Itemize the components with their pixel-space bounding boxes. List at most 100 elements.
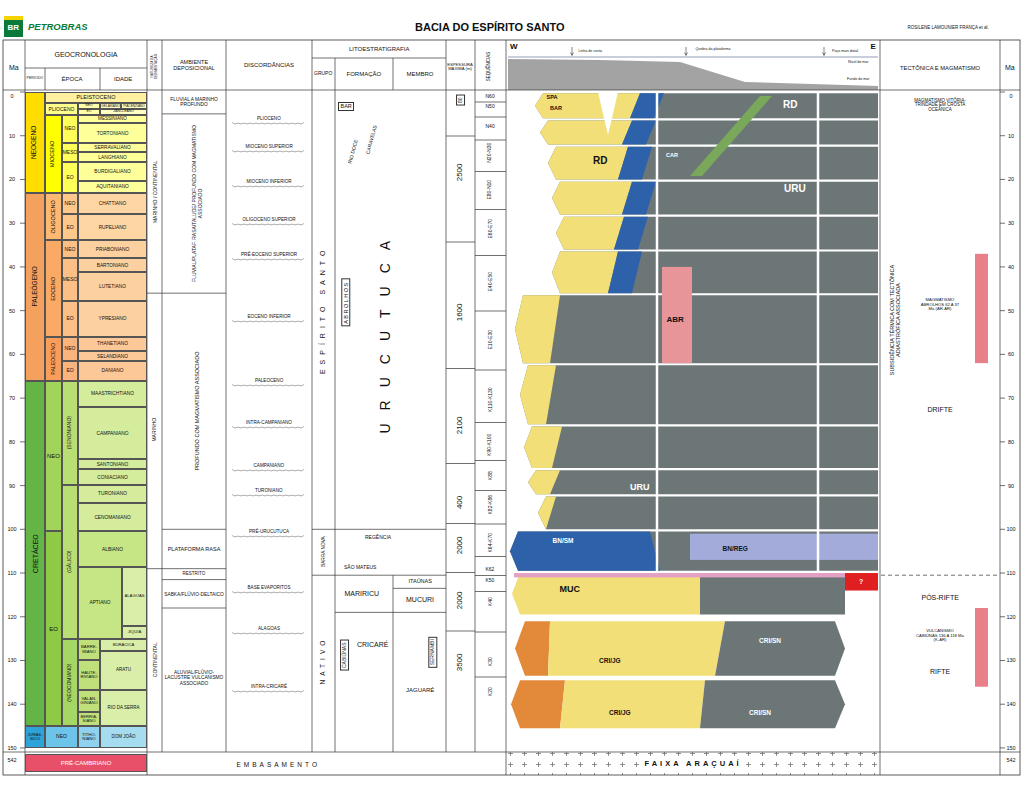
- chart-label: MAGMATISMO VITÓRIA-TRINDADE EM CROSTA OC…: [905, 99, 975, 114]
- chart-label: SUBSIDÊNCIA TÉRMICA COM TECTÔNICA ADIAST…: [889, 245, 901, 395]
- chrono-cell: (NEOCOMIANO): [62, 639, 78, 726]
- cell-text: NEO: [46, 453, 62, 459]
- chart-label: URUCUTUCA: [378, 227, 393, 433]
- chrono-cell: PLIOCENO: [45, 103, 78, 115]
- sequence-separator: [475, 677, 506, 678]
- chart-label: 3500: [456, 653, 465, 671]
- grid-line: [1000, 40, 1001, 775]
- grid-line: [475, 40, 476, 752]
- chart-label: Ma: [9, 64, 19, 72]
- chart-label: MARINHO / CONTINENTAL: [152, 160, 158, 223]
- grid-line: [25, 68, 147, 69]
- chrono-cell: NEO: [62, 337, 78, 361]
- sand-body: [524, 427, 562, 469]
- cell-text: LANGHIANO: [79, 155, 147, 160]
- sequence-separator: [446, 368, 475, 369]
- chrono-cell: PALEÓGENO: [25, 193, 45, 381]
- chart-label: FLUVIAL A MARINHO PROFUNDO: [164, 97, 224, 108]
- chrono-cell: BARTONIANO: [78, 258, 147, 272]
- chart-label: 542: [1007, 757, 1016, 763]
- sand-body: [552, 182, 632, 215]
- chrono-cell: ARATU: [100, 651, 147, 689]
- axis-tick: [1000, 441, 1005, 442]
- chart-label: 1600: [456, 303, 465, 321]
- carbonate-body: [614, 217, 648, 250]
- chart-label: BN/SM: [553, 537, 574, 544]
- cell-text: MIOCENO: [51, 141, 57, 167]
- cell-text: PRIABONIANO: [79, 247, 147, 252]
- sequence-separator: [475, 556, 506, 557]
- cell-text: JURÁS-SICO: [26, 733, 45, 742]
- chrono-cell: EOCENO: [45, 240, 62, 337]
- chart-label: 40: [1008, 264, 1014, 270]
- chrono-cell: CAMPANIANO: [78, 407, 147, 459]
- chart-label: ROSILENE LAMOUNIER FRANÇA et al.: [908, 26, 989, 31]
- chart-label: 50: [9, 308, 15, 314]
- chart-label: 2000: [456, 591, 465, 609]
- axis-tick: [1000, 92, 1005, 93]
- cell-text: YPRESIANO: [79, 316, 147, 321]
- logo-box: [4, 16, 23, 37]
- sequence-separator: [446, 242, 475, 243]
- chart-label: PÓS-RIFTE: [922, 594, 959, 602]
- chrono-cell: TURONIANO: [78, 485, 147, 503]
- cell-text: NEO: [63, 346, 78, 351]
- chrono-cell: EO: [45, 531, 62, 726]
- chart-label: DISCORDÂNCIAS: [244, 62, 294, 69]
- chart-label: K50: [486, 578, 495, 584]
- axis-tick: [1000, 266, 1005, 267]
- chart-label: 110: [8, 570, 17, 576]
- chart-label: OLIGOCENO SUPERIOR: [243, 217, 296, 222]
- unconformity-line: [232, 223, 304, 225]
- well-line: [656, 92, 659, 573]
- shale-body: [552, 182, 878, 215]
- chart-label: ESPESSURA MÁXIMA (m): [447, 63, 474, 72]
- chart-label: 140: [8, 701, 17, 707]
- chart-label: Linha de costa: [579, 50, 602, 54]
- chart-label: 100: [1007, 526, 1016, 532]
- chart-label: 100: [8, 526, 17, 532]
- chart-label: TECTÔNICA E MAGMATISMO: [900, 65, 980, 71]
- chrono-cell: YPRESIANO: [78, 301, 147, 337]
- chrono-cell: EO: [62, 214, 78, 240]
- cell-text: BARRE-MIANO: [79, 645, 100, 654]
- chart-label: SERNAMBI: [428, 636, 437, 667]
- chart-label: CRI/SN: [759, 637, 781, 644]
- cell-text: TITHO-NIANO: [79, 733, 100, 742]
- sand-body: [538, 497, 556, 530]
- unconformity-line: [232, 469, 304, 471]
- chrono-cell: MESSINIANO: [78, 115, 147, 123]
- chart-label: K20: [487, 687, 493, 696]
- cell-text: LUTETIANO: [79, 284, 147, 289]
- chrono-cell: MESO: [62, 143, 78, 162]
- chart-label: ÉPOCA: [62, 76, 83, 83]
- chrono-cell: LANGHIANO: [78, 152, 147, 162]
- chart-label: Quebra da plataforma: [696, 48, 731, 52]
- chart-label: E40-E50: [487, 272, 493, 291]
- grid-line: [162, 293, 226, 294]
- cell-text: (NEOCOMIANO): [67, 663, 72, 701]
- carbonate-platform: [690, 534, 878, 560]
- chrono-cell: DOM JOÃO: [100, 726, 147, 748]
- cell-text: EO: [46, 626, 62, 632]
- sequence-separator: [475, 255, 506, 256]
- shale-body: [540, 120, 878, 144]
- cell-text: CAMPANIANO: [79, 431, 147, 436]
- grid-line: [147, 568, 162, 569]
- chrono-cell: MAASTRICHTIANO: [78, 381, 147, 407]
- chart-label: 20: [1008, 176, 1014, 182]
- chart-label: K110-K130: [487, 387, 493, 412]
- chart-label: Ma: [1005, 64, 1015, 72]
- sand-body: [535, 93, 640, 118]
- chart-label: CRICARÉ: [357, 641, 389, 649]
- sequence-separator: [475, 117, 506, 118]
- cell-text: BARTONIANO: [79, 263, 147, 268]
- grid-line: [162, 40, 163, 752]
- cell-text: MESSINIANO: [79, 117, 147, 122]
- sequence-separator: [475, 632, 506, 633]
- sand-body: [515, 295, 560, 363]
- axis-tick: [1000, 616, 1005, 617]
- chart-label: 150: [8, 745, 17, 751]
- sand-body: [528, 470, 560, 494]
- grid-line: [312, 40, 313, 752]
